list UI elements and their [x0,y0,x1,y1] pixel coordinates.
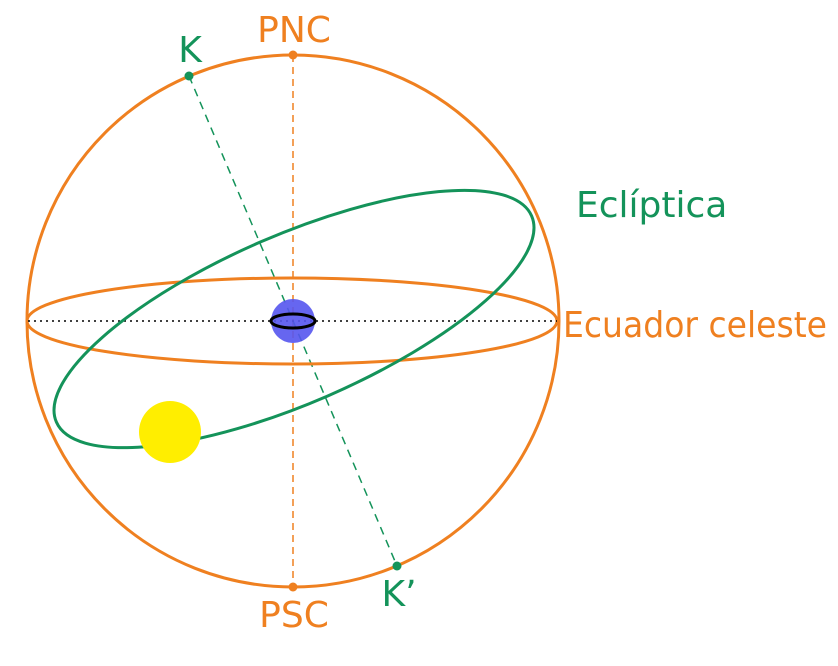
earth [269,299,317,343]
ecliptic-pole-south-marker [392,561,402,571]
sun [139,401,201,463]
ecliptic-pole-north-label: K [178,30,203,71]
celestial-equator-label: Ecuador celeste [563,305,827,346]
ecliptic-label: Eclíptica [576,185,727,226]
ecliptic-orbit [52,188,536,450]
earth-globe [271,299,315,343]
earth-equator [269,312,317,330]
south-pole-label: PSC [259,595,329,636]
north-pole-label: PNC [257,10,331,51]
south-pole-marker [288,582,298,592]
north-pole-marker [288,50,298,60]
ecliptic-pole-south-label: K’ [381,574,416,615]
ecliptic-pole-north-marker [184,71,194,81]
